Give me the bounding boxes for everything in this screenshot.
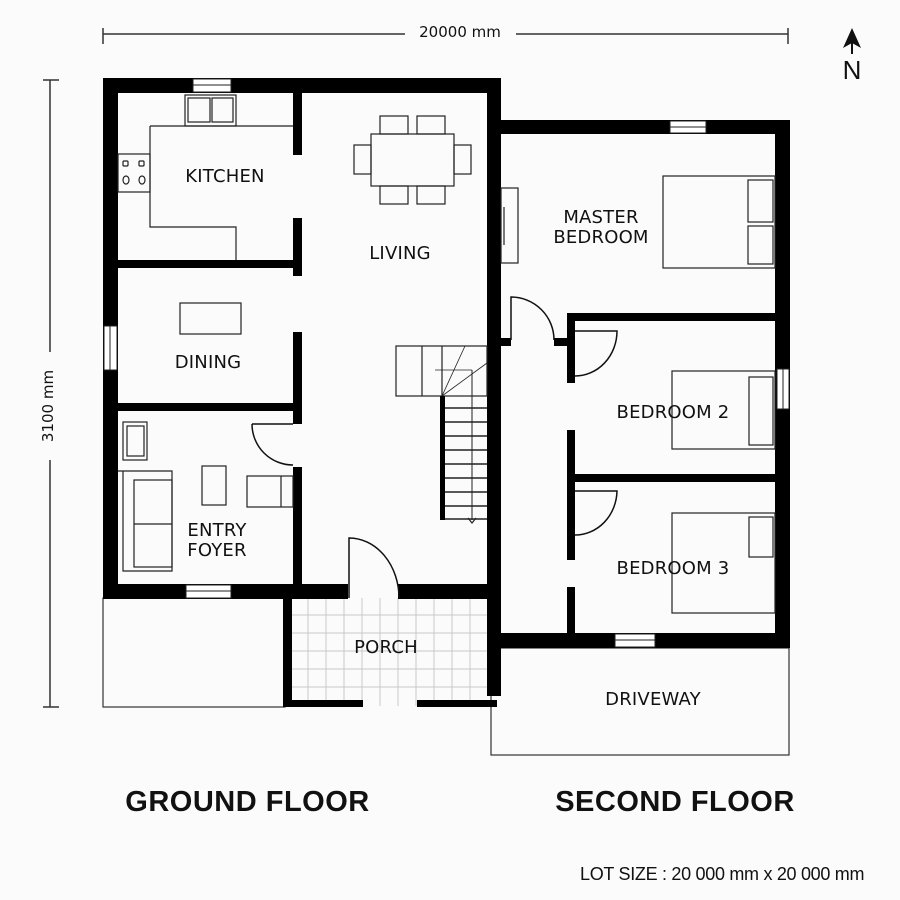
bedroom-3-bed bbox=[671, 512, 776, 614]
armchair bbox=[122, 421, 148, 461]
room-label-master-bedroom: MASTER BEDROOM bbox=[553, 207, 649, 249]
sofa bbox=[118, 470, 173, 572]
porch-tile-grid bbox=[290, 598, 487, 706]
dining-room-table bbox=[179, 302, 242, 335]
kitchen-counter bbox=[149, 125, 293, 260]
room-label-entry-foyer: ENTRY FOYER bbox=[187, 520, 247, 562]
width-dimension-line bbox=[102, 28, 789, 44]
room-label-bedroom-3: BEDROOM 3 bbox=[616, 558, 730, 579]
lot-size-note: LOT SIZE : 20 000 mm x 20 000 mm bbox=[580, 864, 865, 884]
north-arrow-icon bbox=[843, 28, 861, 54]
dining-table bbox=[370, 133, 455, 187]
height-dimension-label: 3100 mm bbox=[39, 352, 57, 460]
sink-icon bbox=[184, 94, 237, 127]
room-label-driveway: DRIVEWAY bbox=[605, 689, 701, 710]
stove-icon bbox=[117, 153, 151, 193]
room-label-kitchen: KITCHEN bbox=[185, 166, 265, 187]
coffee-table bbox=[201, 465, 227, 506]
side-cabinet bbox=[246, 475, 294, 508]
doors bbox=[251, 296, 618, 599]
width-dimension-label: 20000 mm bbox=[405, 24, 515, 41]
second-floor-title: SECOND FLOOR bbox=[555, 786, 795, 818]
room-label-dining: DINING bbox=[174, 352, 242, 373]
room-label-living: LIVING bbox=[369, 243, 431, 264]
yard-outline bbox=[102, 597, 790, 756]
windows bbox=[103, 78, 790, 648]
bedroom-2-bed bbox=[671, 370, 776, 450]
master-wardrobe bbox=[500, 187, 519, 264]
ground-floor-title: GROUND FLOOR bbox=[125, 786, 370, 818]
furniture bbox=[117, 94, 776, 614]
north-label: N bbox=[842, 55, 862, 85]
height-dimension-line bbox=[43, 79, 59, 708]
room-label-bedroom-2: BEDROOM 2 bbox=[616, 402, 730, 423]
room-label-porch: PORCH bbox=[354, 637, 418, 658]
master-bed bbox=[662, 175, 776, 269]
